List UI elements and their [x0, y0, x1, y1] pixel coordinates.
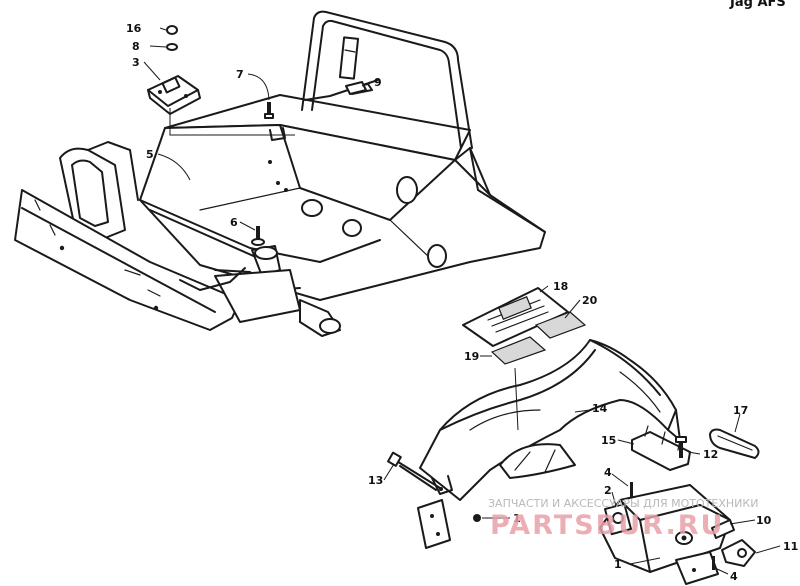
part-4-bolt	[630, 482, 633, 498]
callout-13: 13	[368, 474, 383, 487]
callout-15: 15	[601, 434, 616, 447]
watermark-tagline: ЗАПЧАСТИ И АКСЕССУАРЫ ДЛЯ МОТОТЕХНИКИ	[488, 497, 758, 510]
part-3-latch-bracket	[147, 75, 201, 115]
callout-4-lower: 4	[730, 570, 738, 583]
mounting-plate	[417, 499, 451, 549]
part-8-washer	[166, 43, 178, 51]
part-14-skid-plate	[419, 339, 681, 501]
callout-9: 9	[374, 76, 382, 89]
callout-5: 5	[146, 148, 154, 161]
callout-16: 16	[126, 22, 142, 35]
diagram-header: Jag AFS	[729, 0, 786, 10]
callout-10: 10	[756, 514, 772, 527]
decal-20	[534, 311, 587, 339]
part-13-bolt	[387, 451, 441, 491]
chassis-frame	[14, 10, 546, 337]
leader-lines	[143, 27, 781, 575]
callout-1-lower: 1	[614, 558, 622, 571]
part-17-pad	[709, 428, 760, 459]
callout-11: 11	[783, 540, 798, 553]
callout-8: 8	[132, 40, 140, 53]
watermark-brand: PARTSBUR.RU	[490, 510, 724, 541]
part-15-bracket	[631, 425, 691, 471]
callout-14: 14	[592, 402, 608, 415]
part-9-plate	[345, 81, 367, 95]
watermark: ЗАПЧАСТИ И АКСЕССУАРЫ ДЛЯ МОТОТЕХНИКИ PA…	[488, 497, 758, 541]
callout-4-upper: 4	[604, 466, 612, 479]
callout-18: 18	[553, 280, 568, 293]
hitch-assembly	[599, 484, 756, 585]
part-6-stud	[251, 226, 265, 246]
part-12-bolt	[675, 436, 687, 458]
callout-1-middle: 1	[513, 512, 521, 525]
part-16-nut	[166, 25, 178, 35]
part-7-screw	[264, 102, 274, 119]
callout-20: 20	[582, 294, 598, 307]
callout-7: 7	[236, 68, 244, 81]
callout-labels: 16 8 3 7 9 5 6 18 20 19 14 17 15 12 13 4…	[126, 22, 798, 583]
callout-3: 3	[132, 56, 140, 69]
callout-2: 2	[604, 484, 612, 497]
callout-12: 12	[703, 448, 718, 461]
callout-17: 17	[733, 404, 748, 417]
callout-19: 19	[464, 350, 479, 363]
decal-18	[462, 287, 569, 347]
decal-19	[490, 336, 547, 365]
part-1-nut	[473, 514, 481, 522]
callout-6: 6	[230, 216, 238, 229]
